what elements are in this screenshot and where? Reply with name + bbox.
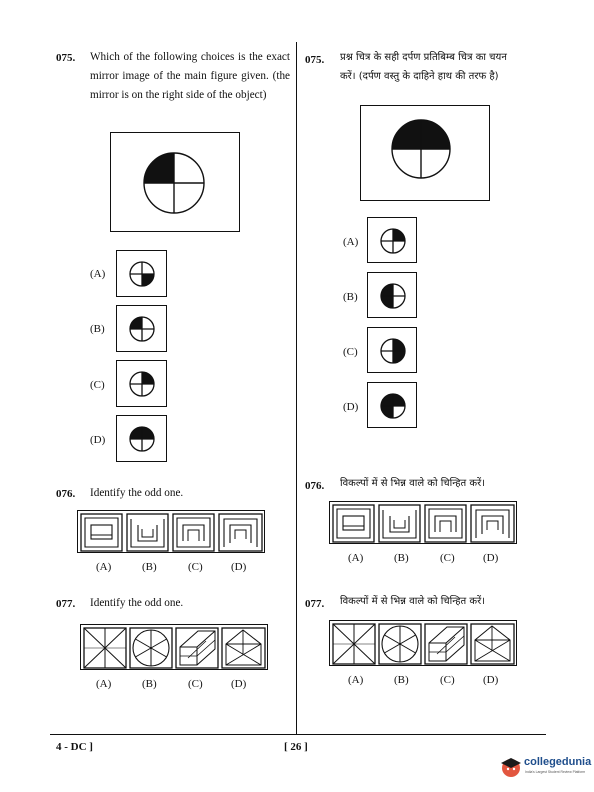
q75-option-d-label: (D) xyxy=(90,434,106,446)
q75-hi-option-b-label: (B) xyxy=(343,291,358,303)
q75-option-b[interactable] xyxy=(116,305,167,352)
q75-hi-text-line1: प्रश्न चित्र के सही दर्पण प्रतिबिम्ब चित… xyxy=(340,52,507,63)
q77-hi-option-b-label[interactable]: (B) xyxy=(394,674,409,686)
q75-hi-option-a-label: (A) xyxy=(343,236,359,248)
q75-option-c-label: (C) xyxy=(90,379,105,391)
logo-name: collegedunia xyxy=(524,756,592,768)
q75-hi-option-d-label: (D) xyxy=(343,401,359,413)
q75-hi-text-line2: करें। (दर्पण वस्तु के दाहिने हाथ की तरफ … xyxy=(340,71,499,82)
q76-option-c-label[interactable]: (C) xyxy=(188,561,203,573)
q75-main-figure xyxy=(110,132,240,232)
q75-main-figure-graphic xyxy=(143,152,205,214)
q75-hi-option-b[interactable] xyxy=(367,272,417,318)
q75-hi-number: 075. xyxy=(305,54,325,66)
q75-option-d[interactable] xyxy=(116,415,167,462)
q77-hi-number: 077. xyxy=(305,598,325,610)
q76-option-d-label[interactable]: (D) xyxy=(231,561,247,573)
q77-number: 077. xyxy=(56,598,76,610)
q75-question-text: Which of the following choices is the ex… xyxy=(90,51,290,101)
q75-hi-option-c[interactable] xyxy=(367,327,417,373)
q75-option-c[interactable] xyxy=(116,360,167,407)
collegedunia-logo[interactable]: collegedunia India's Largest Student Rev… xyxy=(498,752,592,784)
q76-hi-option-d-label[interactable]: (D) xyxy=(483,552,499,564)
q76-option-a-label[interactable]: (A) xyxy=(96,561,112,573)
q76-option-b-label[interactable]: (B) xyxy=(142,561,157,573)
q75-hi-option-c-label: (C) xyxy=(343,346,358,358)
q77-hi-option-d-label[interactable]: (D) xyxy=(483,674,499,686)
q77-option-d-label[interactable]: (D) xyxy=(231,678,247,690)
q76-figures xyxy=(77,510,265,553)
logo-tagline: India's Largest Student Review Platform xyxy=(525,770,586,774)
q77-option-a-label[interactable]: (A) xyxy=(96,678,112,690)
q75-hi-option-a[interactable] xyxy=(367,217,417,263)
q75-option-b-label: (B) xyxy=(90,323,105,335)
q76-hi-option-a-label[interactable]: (A) xyxy=(348,552,364,564)
footer-page-number: [ 26 ] xyxy=(284,741,308,753)
footer-left: 4 - DC ] xyxy=(56,741,93,753)
column-divider xyxy=(296,42,297,734)
q75-hi-option-d[interactable] xyxy=(367,382,417,428)
q76-hi-number: 076. xyxy=(305,480,325,492)
q77-option-c-label[interactable]: (C) xyxy=(188,678,203,690)
q76-hi-option-c-label[interactable]: (C) xyxy=(440,552,455,564)
q75-number: 075. xyxy=(56,52,76,64)
q76-hi-figures xyxy=(329,501,517,544)
q77-hi-option-a-label[interactable]: (A) xyxy=(348,674,364,686)
q75-option-a[interactable] xyxy=(116,250,167,297)
q76-hi-question-text: विकल्पों में से भिन्न वाले को चिन्हित कर… xyxy=(340,478,485,489)
q77-figures xyxy=(80,624,268,670)
q75-hi-main-figure xyxy=(360,105,490,201)
q76-question-text: Identify the odd one. xyxy=(90,487,184,499)
q75-option-a-label: (A) xyxy=(90,268,106,280)
q77-question-text: Identify the odd one. xyxy=(90,597,184,609)
q76-hi-option-b-label[interactable]: (B) xyxy=(394,552,409,564)
q77-option-b-label[interactable]: (B) xyxy=(142,678,157,690)
q77-hi-option-c-label[interactable]: (C) xyxy=(440,674,455,686)
footer-rule xyxy=(50,734,546,735)
graduate-cap-icon xyxy=(501,758,521,777)
q77-hi-question-text: विकल्पों में से भिन्न वाले को चिन्हित कर… xyxy=(340,596,485,607)
q77-hi-figures xyxy=(329,620,517,666)
q76-number: 076. xyxy=(56,488,76,500)
